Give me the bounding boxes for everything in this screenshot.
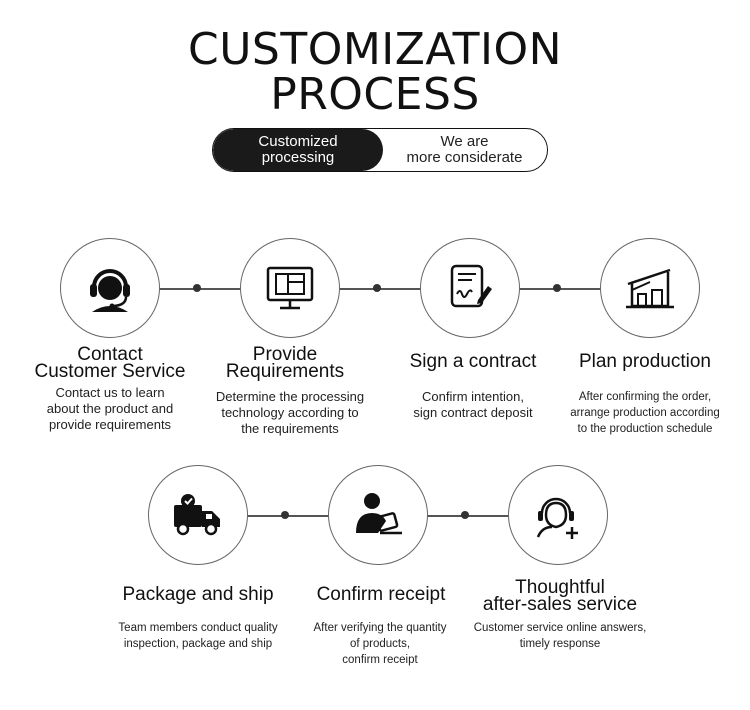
step-6-title: Confirm receipt (316, 584, 446, 605)
badge-right-label: We are more considerate (406, 133, 523, 166)
step-5-title: Package and ship (122, 584, 274, 605)
contract-signature-icon (450, 264, 492, 308)
step-4-circle (600, 238, 700, 338)
step-1-title: Contact Customer Service (34, 344, 186, 382)
step-5-desc: Team members conduct quality inspection,… (118, 622, 278, 650)
step-7-circle (508, 465, 608, 565)
step-6-circle (328, 465, 428, 565)
badge-left-label: Customized processing (213, 129, 383, 171)
connector-dot (553, 284, 561, 292)
factory-icon (626, 268, 674, 309)
page-title-line1: CUSTOMIZATION (187, 24, 563, 75)
step-7-title: Thoughtful after-sales service (482, 577, 638, 615)
step-3-title: Sign a contract (409, 351, 537, 372)
connector-dot (461, 511, 469, 519)
step-2-desc: Determine the processing technology acco… (215, 389, 365, 436)
support-agent-icon (536, 497, 578, 539)
step-1-desc: Contact us to learn about the product an… (46, 385, 174, 432)
step-5-circle (148, 465, 248, 565)
page-title-line2: PROCESS (270, 69, 480, 120)
person-signing-icon (356, 493, 402, 535)
delivery-truck-icon (174, 494, 220, 536)
step-3-circle (420, 238, 520, 338)
headset-icon (90, 269, 130, 312)
step-4-desc: After confirming the order, arrange prod… (570, 391, 720, 435)
step-1-circle (60, 238, 160, 338)
step-2-circle (240, 238, 340, 338)
connector-dot (281, 511, 289, 519)
step-4-title: Plan production (578, 351, 712, 372)
step-7-desc: Customer service online answers, timely … (473, 622, 647, 650)
connector-dot (373, 284, 381, 292)
connector-dot (193, 284, 201, 292)
step-2-title: Provide Requirements (225, 344, 345, 382)
step-6-desc: After verifying the quantity of products… (313, 622, 447, 666)
process-badge: Customized processing We are more consid… (212, 128, 548, 172)
step-3-desc: Confirm intention, sign contract deposit (413, 389, 533, 420)
monitor-blueprint-icon (266, 266, 314, 310)
